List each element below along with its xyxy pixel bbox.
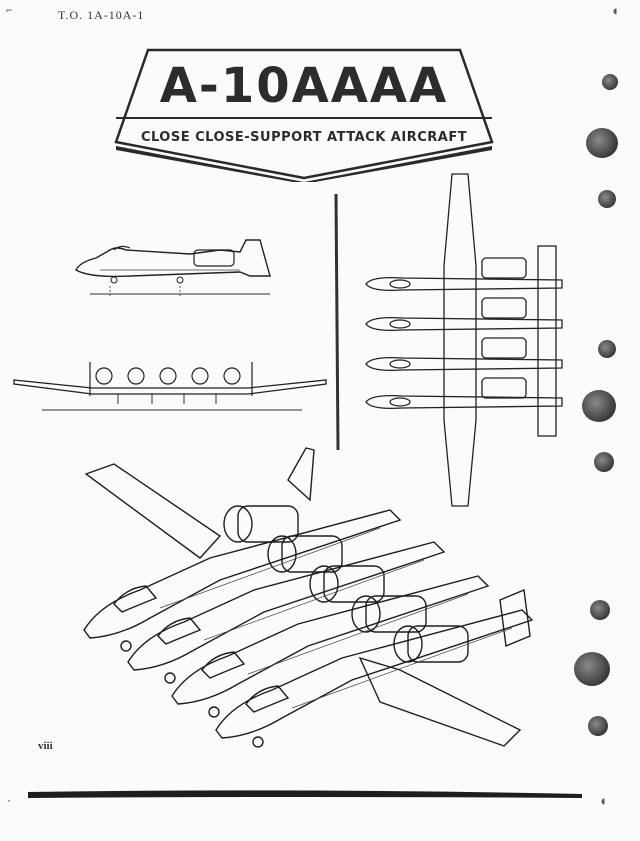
binder-hole [594,452,614,472]
binder-hole [588,716,608,736]
title-plaque-outline [114,48,494,182]
title-plaque: A-10AAAA CLOSE CLOSE-SUPPORT ATTACK AIRC… [114,46,494,182]
binder-hole [590,600,610,620]
aircraft-front-view [13,362,327,411]
divider-line [334,193,340,451]
aircraft-isometric-view [83,447,534,748]
corner-mark-top-left: ⌐ [6,6,13,17]
aircraft-side-view [75,239,271,298]
aircraft-top-view [365,173,563,507]
binder-hole [602,74,618,90]
page-number: viii [38,740,53,752]
corner-mark-bottom-left: · [6,796,13,807]
bottom-rule [28,790,582,798]
binder-hole [586,128,618,158]
corner-mark-top-right: ◖ [612,6,619,17]
tech-order-number: T.O. 1A-10A-1 [58,8,145,22]
page-subtitle: CLOSE CLOSE-SUPPORT ATTACK AIRCRAFT [140,130,468,145]
binder-hole [598,340,616,358]
binder-hole [598,190,616,208]
corner-mark-bottom-right: ◖ [600,796,607,807]
binder-hole [574,652,610,686]
page-title: A-10AAAA [159,58,449,114]
binder-hole [582,390,616,422]
